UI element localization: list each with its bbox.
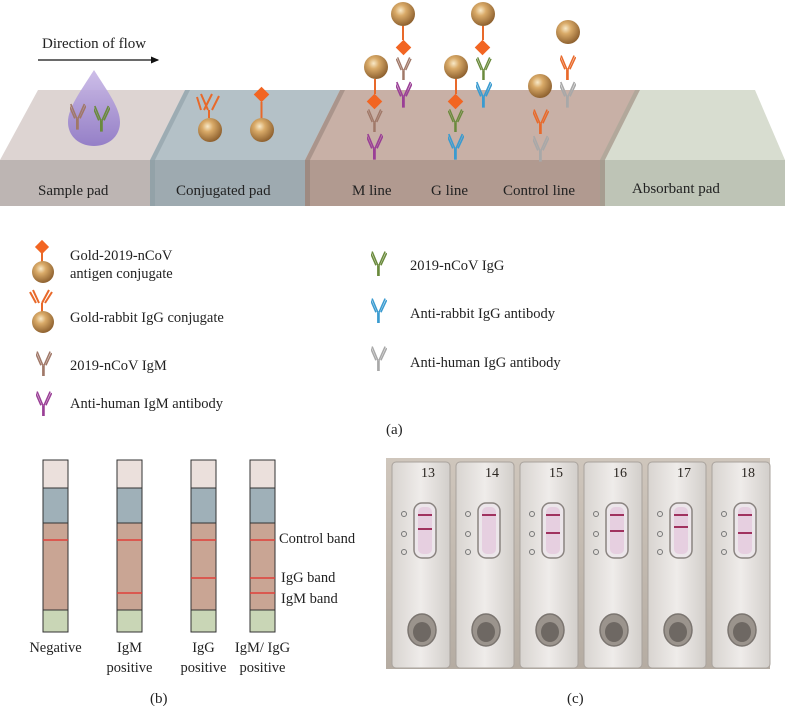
absorbant-pad-top <box>605 90 785 160</box>
strip-label: Negative <box>29 640 81 656</box>
panel-b: Negative IgM positive IgG positive IgM/ IgG po… <box>29 459 291 676</box>
cassette-number: 14 <box>485 466 499 481</box>
absorbant-pad-label: Absorbant pad <box>632 181 720 197</box>
conj-mem-edge <box>305 90 345 206</box>
igg-band-label: IgG band <box>281 570 336 586</box>
control-line-label: Control line <box>503 183 575 199</box>
test-cassette: 15 <box>519 461 579 669</box>
legend-label-2: Gold-rabbit IgG conjugate <box>70 310 224 326</box>
sample-conj-edge <box>150 90 190 206</box>
test-strip: IgM/ IgG positive <box>235 459 291 676</box>
test-cassette: 18 <box>711 461 771 669</box>
cassette-number: 15 <box>549 466 563 481</box>
panel-c-photo: 13 14 15 16 17 18 <box>386 458 771 669</box>
sample-pad-front <box>0 160 150 206</box>
strip-label: IgG <box>192 640 215 656</box>
ncov-igg-icon <box>371 250 387 276</box>
anti-rabbit-igg-icon <box>371 297 387 323</box>
sample-pad-label: Sample pad <box>38 183 109 199</box>
gold-rabbit-igg-conjugate-on-pad <box>196 93 222 142</box>
conjugated-pad-top <box>150 90 340 160</box>
cassette-number: 16 <box>613 466 627 481</box>
legend-label-1: Gold-2019-nCoV <box>70 248 173 264</box>
strip-label-2: positive <box>240 660 286 676</box>
membrane-front <box>305 160 605 206</box>
cassette-number: 17 <box>677 466 691 481</box>
flow-label: Direction of flow <box>42 36 146 52</box>
cassette-number: 18 <box>741 466 755 481</box>
cassette-number: 13 <box>421 466 435 481</box>
legend-label-3: 2019-nCoV IgM <box>70 358 167 374</box>
test-cassette: 13 <box>391 461 451 669</box>
legend-label-6: Anti-rabbit IgG antibody <box>410 306 556 322</box>
strip-label: IgM/ IgG <box>235 640 291 656</box>
caption-b: (b) <box>150 691 168 706</box>
gold-particle-icon <box>32 261 54 283</box>
panel-a: Direction of flow Sample pad Conjugated … <box>0 2 785 438</box>
test-strip: IgG positive <box>181 459 227 676</box>
mem-abs-edge <box>600 90 640 206</box>
legend-gold-antigen-conjugate: Gold-2019-nCoV antigen conjugate <box>32 239 173 283</box>
legend-label-7: Anti-human IgG antibody <box>410 355 561 371</box>
ncov-igm-icon <box>36 350 52 376</box>
absorbant-pad-front <box>605 160 785 206</box>
test-cassette: 14 <box>455 461 515 669</box>
strip-label-2: positive <box>181 660 227 676</box>
conjugated-pad-front <box>150 160 305 206</box>
anti-human-igg-icon <box>371 345 387 371</box>
control-line-capture-stack <box>528 20 580 162</box>
test-strip: Negative <box>29 459 82 656</box>
legend-label-4: Anti-human IgM antibody <box>70 396 224 412</box>
test-cassette: 17 <box>647 461 707 669</box>
strip-label: IgM <box>117 640 142 656</box>
g-line-label: G line <box>431 183 468 199</box>
antigen-diamond-icon <box>34 239 50 255</box>
test-cassette: 16 <box>583 461 643 669</box>
legend: Gold-2019-nCoV antigen conjugate Gold-ra… <box>29 239 561 416</box>
control-band-label: Control band <box>279 531 356 547</box>
anti-human-igm-icon <box>36 390 52 416</box>
caption-a: (a) <box>386 422 403 438</box>
m-line-label: M line <box>352 183 392 199</box>
igm-band-label: IgM band <box>281 591 339 607</box>
legend-gold-rabbit-igg-conjugate: Gold-rabbit IgG conjugate <box>29 289 224 333</box>
conjugated-pad-label: Conjugated pad <box>176 183 271 199</box>
caption-c: (c) <box>567 691 584 706</box>
membrane-top <box>305 90 640 160</box>
test-strip: IgM positive <box>107 459 153 676</box>
strip-label-2: positive <box>107 660 153 676</box>
gold-particle-icon <box>32 311 54 333</box>
legend-label-5: 2019-nCoV IgG <box>410 258 505 274</box>
legend-label-1b: antigen conjugate <box>70 266 173 282</box>
